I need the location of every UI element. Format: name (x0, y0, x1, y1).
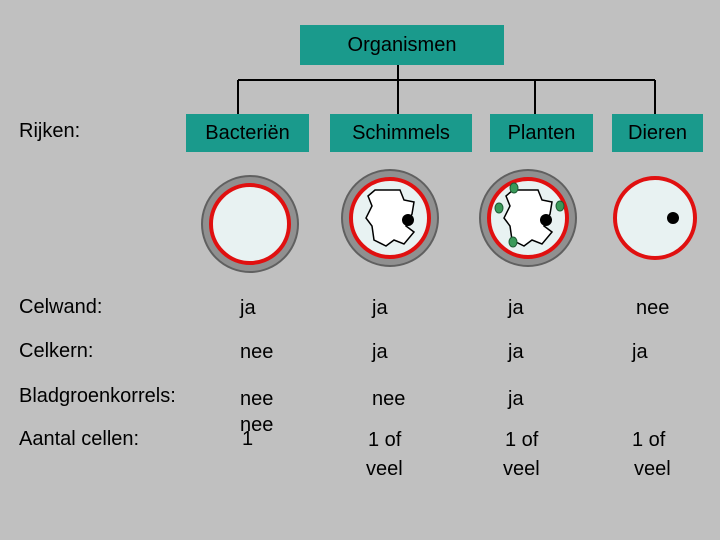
celwand-dieren: nee (636, 297, 670, 319)
chloroplast-icon (508, 236, 518, 248)
aantal-dieren: 1 of (632, 429, 666, 451)
celkern-planten: ja (508, 341, 524, 363)
celkern-bacterien: nee (240, 341, 274, 363)
vacuole-shape (365, 189, 416, 247)
nucleus-dot (402, 214, 414, 226)
organismen-title-box: Organismen (300, 25, 504, 65)
fungus-cell-icon (341, 169, 439, 267)
aantal-planten: 1 of (505, 429, 539, 451)
kingdom-box-planten: Planten (490, 114, 593, 152)
plant-cell-icon (479, 169, 577, 267)
celkern-dieren: ja (632, 341, 648, 363)
bladgroen-schimmels: nee (372, 388, 406, 410)
animal-cell-icon (613, 176, 697, 260)
kingdom-label-schimmels: Schimmels (352, 121, 450, 144)
celkern-schimmels: ja (372, 341, 388, 363)
kingdom-label-bacterien: Bacteriën (205, 121, 290, 144)
vacuole-shape (503, 189, 554, 247)
organismen-title: Organismen (347, 33, 457, 56)
nucleus-dot (540, 214, 552, 226)
chloroplast-icon (494, 202, 504, 214)
celwand-schimmels: ja (372, 297, 388, 319)
aantal-dieren-2: veel (634, 458, 671, 480)
kingdom-box-schimmels: Schimmels (330, 114, 472, 152)
celwand-planten: ja (508, 297, 524, 319)
kingdom-label-dieren: Dieren (628, 121, 687, 144)
row-label-celkern: Celkern: (19, 340, 94, 362)
celwand-bacterien: ja (240, 297, 256, 319)
row-label-celwand: Celwand: (19, 296, 103, 318)
aantal-schimmels-2: veel (366, 458, 403, 480)
aantal-schimmels: 1 of (368, 429, 402, 451)
chloroplast-icon (555, 200, 565, 212)
kingdom-box-dieren: Dieren (612, 114, 703, 152)
row-label-aantal-cellen: Aantal cellen: (19, 428, 140, 450)
row-label-bladgroenkorrels: Bladgroenkorrels: (19, 385, 176, 407)
bladgroen-bacterien: nee (240, 388, 274, 410)
rijken-label: Rijken: (19, 120, 81, 142)
bacteria-cell-icon (201, 175, 299, 273)
kingdom-box-bacterien: Bacteriën (186, 114, 309, 152)
bladgroen-bacterien-overlap: nee (240, 414, 274, 436)
nucleus-dot (667, 212, 679, 224)
chloroplast-icon (509, 182, 519, 194)
connector-tree (237, 64, 656, 115)
kingdom-label-planten: Planten (507, 121, 576, 144)
aantal-bacterien: 1 (242, 428, 254, 450)
bladgroen-planten: ja (508, 388, 524, 410)
aantal-planten-2: veel (503, 458, 540, 480)
